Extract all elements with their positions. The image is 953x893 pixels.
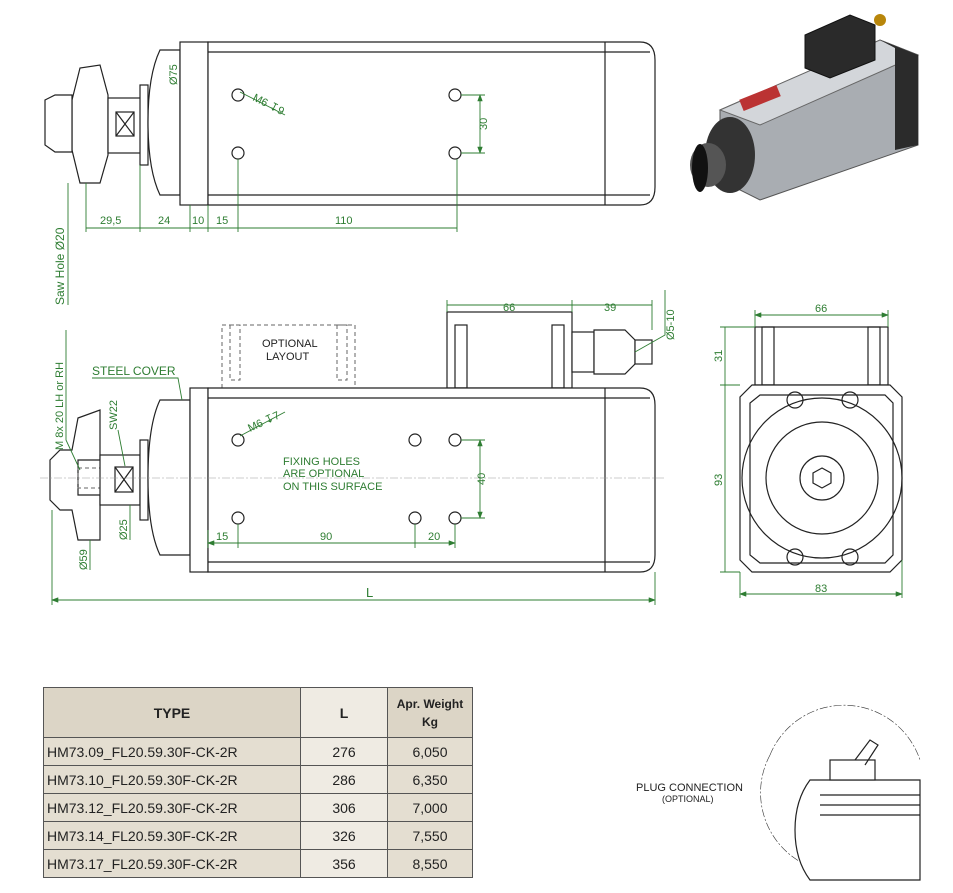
cell-l: 356 [300, 849, 388, 878]
dim-L: L [366, 585, 373, 600]
dim-110: 110 [335, 215, 353, 227]
plug-connection-label: PLUG CONNECTION [636, 782, 743, 794]
dim-29-5: 29,5 [100, 215, 121, 227]
plug-detail: PLUG CONNECTION (OPTIONAL) [636, 704, 921, 881]
dim-15: 15 [216, 531, 228, 543]
cell-type: HM73.10_FL20.59.30F-CK-2R [43, 765, 301, 794]
cell-weight: 7,000 [387, 793, 473, 822]
dim-15: 15 [216, 215, 228, 227]
dim-31: 31 [713, 350, 725, 362]
saw-hole-label: Saw Hole Ø20 [53, 227, 67, 305]
dim-83: 83 [815, 583, 827, 595]
fixing-hole [408, 433, 422, 447]
dim-d59: Ø59 [78, 549, 90, 570]
dim-20: 20 [428, 531, 440, 543]
fixing-holes-note: FIXING HOLES [283, 456, 360, 468]
dim-40: 40 [476, 473, 488, 485]
motor-photo [690, 14, 920, 201]
cell-l: 306 [300, 793, 388, 822]
dim-39: 39 [604, 302, 616, 314]
dim-24: 24 [158, 215, 170, 227]
dim-d25: Ø25 [118, 519, 130, 540]
dim-90: 90 [320, 531, 332, 543]
cell-type: HM73.17_FL20.59.30F-CK-2R [43, 849, 301, 878]
fixing-holes-note: ON THIS SURFACE [283, 481, 382, 493]
fixing-hole [231, 88, 245, 102]
dim-66: 66 [503, 302, 515, 314]
cell-weight: 8,550 [387, 849, 473, 878]
dim-66: 66 [815, 303, 827, 315]
end-view: 66 31 93 83 [713, 303, 903, 598]
cell-l: 276 [300, 737, 388, 766]
steel-cover-label: STEEL COVER [92, 364, 176, 378]
col-type: TYPE [43, 687, 301, 738]
optional-layout-label: OPTIONAL [262, 338, 318, 350]
weight-label: Apr. Weight [396, 696, 464, 711]
side-view: OPTIONAL LAYOUT M6 ↧7 FIXING HOLES ARE O… [40, 290, 677, 605]
optional-layout-label: LAYOUT [266, 351, 309, 363]
cell-weight: 6,350 [387, 765, 473, 794]
top-view: M6 ↧9 30 Ø75 29,5 24 10 15 110 Saw Hole … [44, 41, 656, 305]
fixing-holes-note: ARE OPTIONAL [283, 468, 364, 480]
cell-type: HM73.09_FL20.59.30F-CK-2R [43, 737, 301, 766]
cell-type: HM73.12_FL20.59.30F-CK-2R [43, 793, 301, 822]
cell-type: HM73.14_FL20.59.30F-CK-2R [43, 821, 301, 850]
dim-d75: Ø75 [168, 64, 180, 85]
dim-d5-10: Ø5-10 [665, 309, 677, 340]
dim-93: 93 [713, 474, 725, 486]
cell-l: 286 [300, 765, 388, 794]
cell-weight: 6,050 [387, 737, 473, 766]
fixing-hole [231, 433, 245, 447]
sw22-label: SW22 [108, 400, 120, 430]
plug-optional-label: (OPTIONAL) [662, 794, 714, 804]
dim-10: 10 [192, 215, 204, 227]
weight-unit: Kg [422, 714, 438, 729]
dim-30: 30 [478, 118, 490, 130]
cell-l: 326 [300, 821, 388, 850]
cell-weight: 7,550 [387, 821, 473, 850]
thread-label: M 8x 20 LH or RH [54, 362, 66, 450]
col-l: L [300, 687, 388, 738]
